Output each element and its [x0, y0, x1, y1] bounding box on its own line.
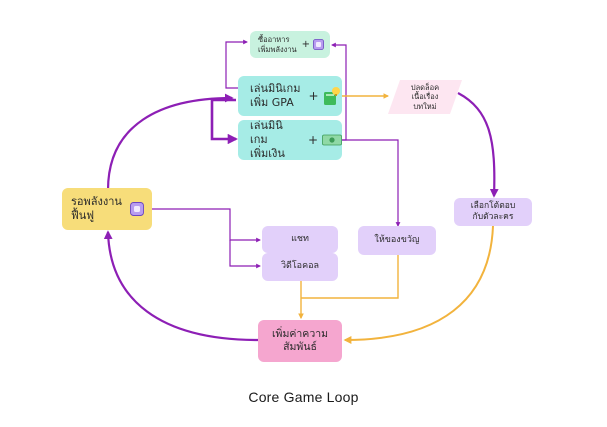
node-give-gift: ให้ของขวัญ [358, 226, 436, 255]
edge-wait-to-gpa [106, 93, 234, 191]
node-minigame-gpa-label: เล่นมินิเกม เพิ่ม GPA [250, 82, 301, 109]
node-raise-relationship: เพิ่มค่าความ สัมพันธ์ [258, 320, 342, 362]
banknote-icon [322, 134, 342, 146]
node-chat: แชท [262, 226, 338, 253]
node-wait-energy: รอพลังงาน ฟื้นฟู [62, 188, 152, 230]
node-choose-reply-label: เลือกโต้ตอบ กับตัวละคร [470, 201, 516, 222]
node-buy-food: ซื้ออาหาร เพิ่มพลังงาน + [250, 31, 330, 58]
node-chat-label: แชท [291, 233, 309, 244]
edge-money-to-gift [342, 139, 401, 227]
edge-gift-to-relationship [301, 255, 399, 299]
edge-wait-to-chat [152, 208, 261, 243]
node-video-call-label: วิดีโอคอล [280, 261, 320, 272]
diagram-title: Core Game Loop [248, 389, 359, 405]
plus-sign: + [301, 39, 311, 50]
node-wait-energy-label: รอพลังงาน ฟื้นฟู [71, 195, 122, 222]
node-choose-reply: เลือกโต้ตอบ กับตัวละคร [454, 198, 532, 226]
node-give-gift-label: ให้ของขวัญ [374, 234, 420, 245]
plus-sign: + [307, 133, 318, 147]
parallelogram-shape [388, 80, 462, 114]
edge-gpa-to-food [225, 39, 248, 89]
node-unlock-story-label: ปลดล็อค เนื้อเรื่อง บทใหม่ [410, 82, 440, 111]
plus-sign: + [308, 89, 319, 103]
edge-relationship-to-wait [103, 230, 259, 342]
edge-unlock-to-choose [457, 92, 499, 198]
edge-gpa-money-bracket [210, 98, 239, 145]
node-minigame-money-label: เล่นมินิเกม เพิ่มเงิน [250, 119, 285, 160]
node-minigame-money: เล่นมินิเกม เพิ่มเงิน + [238, 119, 342, 160]
energy-box-icon [313, 39, 324, 50]
node-unlock-story: ปลดล็อค เนื้อเรื่อง บทใหม่ [388, 80, 462, 114]
book-lightbulb-icon [323, 86, 341, 106]
node-video-call: วิดีโอคอล [262, 253, 338, 281]
edge-wait-to-video [229, 240, 261, 269]
node-raise-relationship-label: เพิ่มค่าความ สัมพันธ์ [271, 327, 329, 353]
node-minigame-gpa: เล่นมินิเกม เพิ่ม GPA + [238, 76, 342, 116]
node-buy-food-label: ซื้ออาหาร เพิ่มพลังงาน [258, 35, 297, 54]
energy-box-icon [130, 202, 144, 216]
edge-choose-to-relationship [343, 225, 494, 344]
